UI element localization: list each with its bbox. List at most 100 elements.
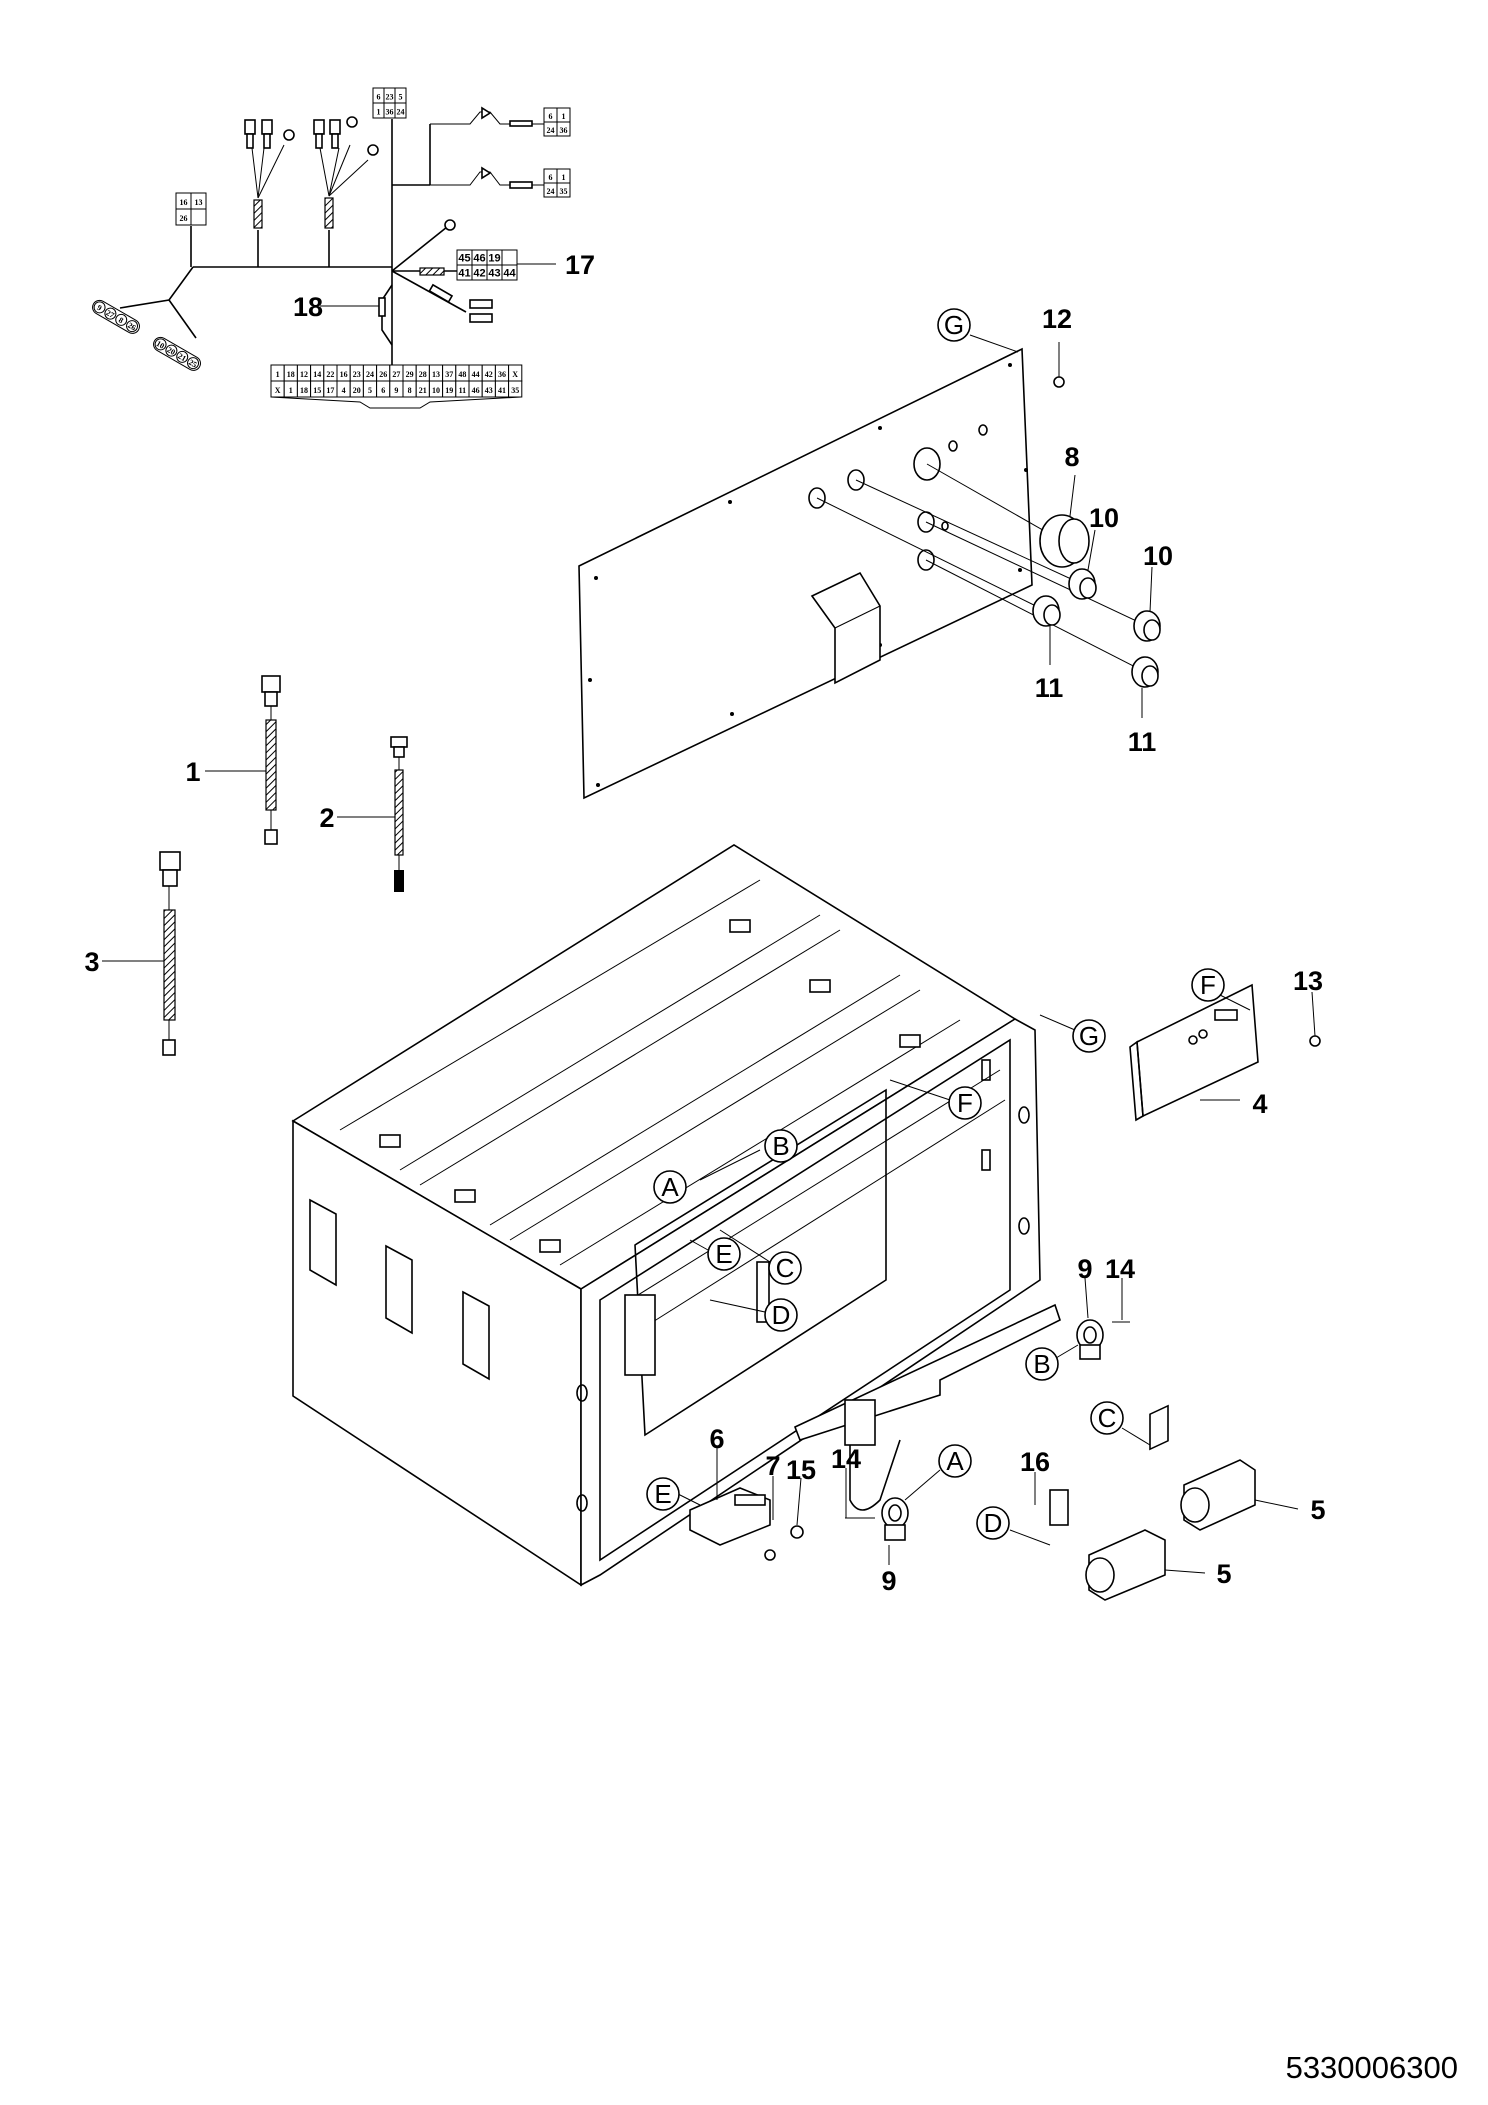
- round-pin: [115, 313, 128, 326]
- connector-pin-label: 36: [498, 370, 506, 379]
- connector-pin-label: 8: [408, 386, 412, 395]
- callout-10b: 10: [1143, 541, 1173, 571]
- connector-cell: [501, 249, 518, 266]
- connector-pin-label: 24: [547, 126, 555, 135]
- round-pin: [165, 344, 178, 357]
- connector-pin-label: 21: [419, 386, 427, 395]
- connector-pin-label: 10: [432, 386, 440, 395]
- connector-pin-label: 1: [289, 386, 293, 395]
- connector-cell: [556, 182, 571, 198]
- callout-5b: 5: [1216, 1559, 1231, 1589]
- connector-pin-label: 44: [472, 370, 480, 379]
- connector-cell: [556, 121, 571, 137]
- connector-pin-label: 15: [313, 386, 321, 395]
- round-pin: [154, 338, 167, 351]
- cable-2: [337, 736, 408, 892]
- ref-a-box: A: [661, 1172, 679, 1202]
- nut-15: [790, 1525, 804, 1539]
- callout-15: 15: [786, 1455, 816, 1485]
- callout-4: 4: [1252, 1089, 1267, 1119]
- connector-pin-label: 20: [165, 345, 176, 357]
- ref-c-part: C: [1098, 1403, 1117, 1433]
- callout-10a: 10: [1089, 503, 1119, 533]
- connector-pin-label: 43: [488, 268, 500, 280]
- ref-g-box: G: [1079, 1021, 1099, 1051]
- connector-pin-label: 36: [386, 108, 394, 117]
- indicator-knob-8: [1039, 514, 1090, 568]
- connector-pin-label: 22: [326, 370, 334, 379]
- callout-1: 1: [185, 757, 200, 787]
- connector-pin-label: 6: [549, 173, 553, 182]
- ref-a-part: A: [946, 1446, 964, 1476]
- connector-pin-label: 24: [397, 108, 405, 117]
- battery-box: [291, 844, 1061, 1587]
- ref-markers: G G F F B A E C D B E A C D: [646, 308, 1225, 1540]
- callout-14a: 14: [831, 1444, 861, 1474]
- ref-f-module: F: [1200, 970, 1216, 1000]
- connector-pin-label: 46: [472, 386, 480, 395]
- connector-pin-label: 27: [392, 370, 400, 379]
- connector-pin-label: 17: [326, 386, 334, 395]
- bracket-6: [689, 1487, 771, 1546]
- connector-pin-label: 41: [498, 386, 506, 395]
- connector-pin-label: 36: [560, 126, 568, 135]
- connector-pin-label: 28: [419, 370, 427, 379]
- connector-pin-label: 19: [445, 386, 453, 395]
- connector-pin-label: 23: [386, 93, 394, 102]
- cable-3: [102, 851, 181, 1056]
- connector-pin-label: 29: [406, 370, 414, 379]
- connector-pin-label: 10: [155, 339, 166, 351]
- callout-9b: 9: [1077, 1254, 1092, 1284]
- round-pin: [176, 350, 189, 363]
- connector-pin-label: 25: [187, 358, 198, 370]
- connector-pin-label: 6: [549, 112, 553, 121]
- callout-9a: 9: [881, 1566, 896, 1596]
- callout-14b: 14: [1105, 1254, 1135, 1284]
- connector-pin-label: 18: [287, 370, 295, 379]
- ref-e-box: E: [715, 1239, 732, 1269]
- contactor-5b: [1049, 1489, 1166, 1601]
- cable-clamp-9a: [881, 1497, 909, 1541]
- ref-b-box: B: [772, 1131, 789, 1161]
- ref-d-part: D: [984, 1508, 1003, 1538]
- callout-18: 18: [293, 292, 323, 322]
- connector-pin-label: 21: [176, 351, 187, 363]
- connector-pin-label: 4: [342, 386, 346, 395]
- connector-pin-label: 19: [488, 253, 500, 265]
- connector-pin-label: 23: [353, 370, 361, 379]
- callout-2: 2: [319, 803, 334, 833]
- callout-16: 16: [1020, 1447, 1050, 1477]
- callout-5a: 5: [1310, 1495, 1325, 1525]
- connector-pin-label: 8: [117, 315, 125, 325]
- connector-pin-label: 24: [547, 187, 555, 196]
- connector-cell: [501, 264, 518, 281]
- drawing-number: 5330006300: [1286, 2050, 1458, 2085]
- connector-cell: [394, 102, 407, 119]
- connector-pin-label: 41: [458, 268, 470, 280]
- connector-pin-label: 1: [276, 370, 280, 379]
- connector-pin-label: 9: [95, 303, 103, 313]
- connector-pin-label: 18: [300, 386, 308, 395]
- connector-pin-label: 26: [180, 214, 188, 223]
- ref-g-panel: G: [944, 310, 964, 340]
- callout-7: 7: [765, 1451, 780, 1481]
- switch-knobs: [1032, 568, 1161, 688]
- callout-13: 13: [1293, 966, 1323, 996]
- connector-pin-label: 27: [104, 308, 115, 320]
- callout-8: 8: [1064, 442, 1079, 472]
- connector-pin-label: 6: [381, 386, 385, 395]
- connector-pin-label: 37: [445, 370, 453, 379]
- connector-pin-label: 12: [300, 370, 308, 379]
- connector-pin-label: 5: [368, 386, 372, 395]
- round-pin: [126, 320, 139, 333]
- connector-pin-label: 24: [366, 370, 374, 379]
- connector-pin-label: 16: [340, 370, 348, 379]
- connector-pin-label: 1: [562, 173, 566, 182]
